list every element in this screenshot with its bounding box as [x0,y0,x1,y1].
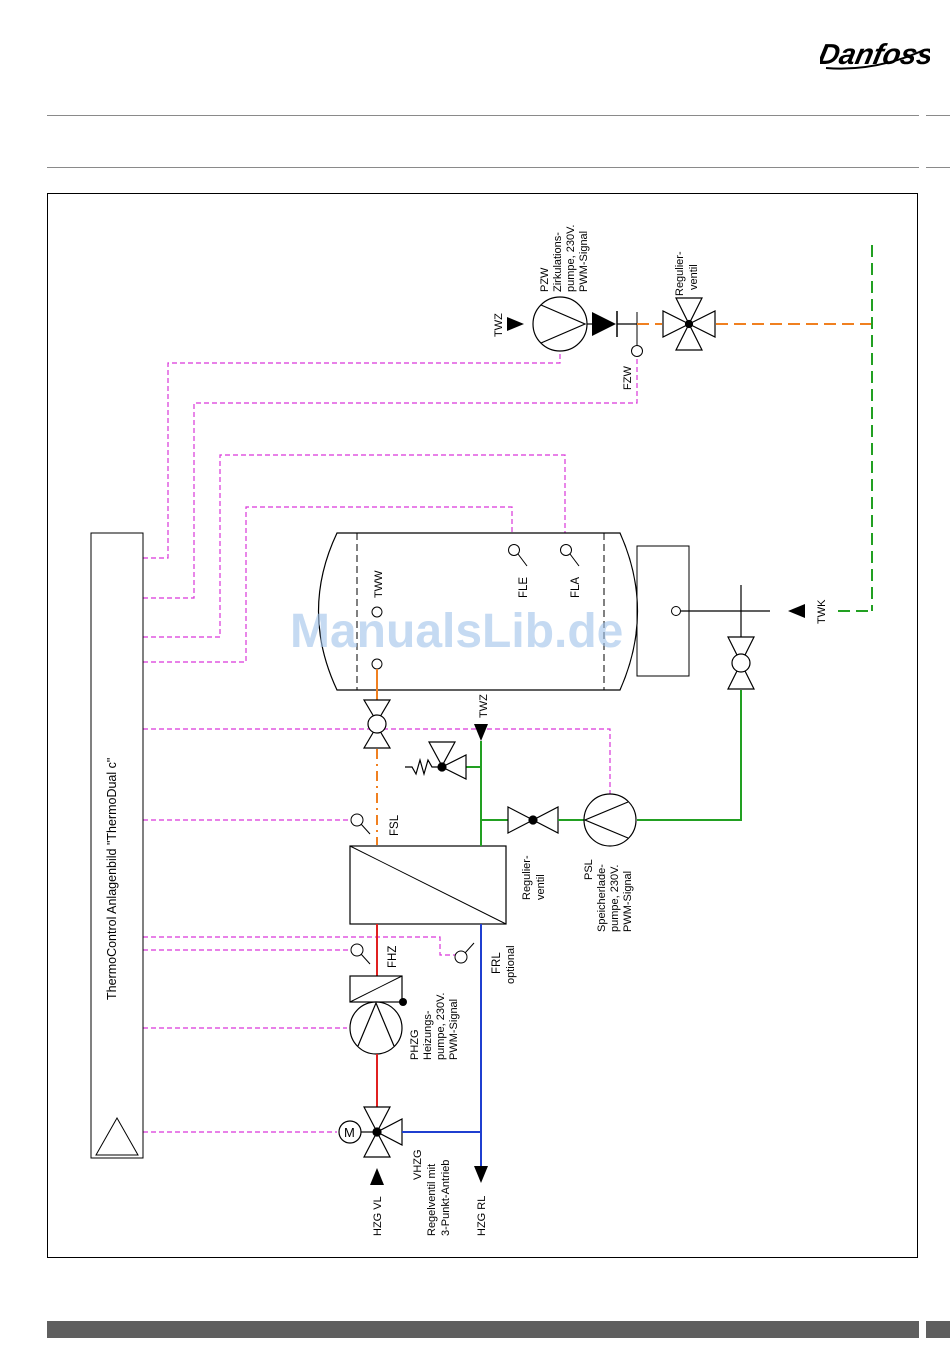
pzw-4-label: PWM-Signal [578,231,590,292]
phzg-3-label: pumpe, 230V. [435,993,447,1060]
vhzg-2-label: Regelventil mit [426,1164,438,1236]
regulier-mid-2-label: ventil [535,874,547,900]
signal-line-psl [143,728,611,795]
danfoss-logo: Danfoss [820,38,930,71]
signal-line-fzw [143,357,638,599]
header-rule-bottom-tab [926,167,950,168]
regulier-top-1-label: Regulier- [674,251,686,296]
pzw-1-label: PZW [539,267,551,292]
vhzg-3-label: 3-Punkt-Antrieb [440,1160,452,1236]
fla-label: FLA [570,577,582,598]
fla-sensor-icon [560,544,572,556]
hzg-rl-label: HZG RL [476,1196,488,1236]
tww-outlet-icon [371,606,383,618]
pzw-3-label: pumpe, 230V. [565,225,577,292]
vhzg-valve-icon [363,1106,403,1158]
psl-2-label: Speicherlade- [596,864,608,932]
fsl-label: FSL [389,814,401,836]
twz-mid-label: TWZ [478,694,490,718]
check-valve-icon [592,312,616,336]
vhzg-1-label: VHZG [412,1149,424,1180]
signal-line-pzw [143,350,561,559]
phzg-1-label: PHZG [409,1029,421,1060]
psl-4-label: PWM-Signal [622,871,634,932]
twz-top-label: TWZ [493,313,505,337]
tww-label: TWW [373,570,385,598]
controller-title: ThermoControl Anlagenbild "ThermoDual c" [105,758,119,1000]
frl-sensor-icon [454,950,468,964]
regulier-valve-top-icon [662,297,716,351]
motor-drive-icon [338,1120,362,1144]
psl-3-label: pumpe, 230V. [609,865,621,932]
controller-box [90,532,144,1159]
hzg-rl-arrow [474,1166,488,1183]
frl-1-label: FRL [491,952,503,974]
signal-line-fla [143,454,566,638]
pzw-2-label: Zirkulations- [552,232,564,292]
safety-valve-icon [405,741,467,780]
fle-label: FLE [518,577,530,598]
regulier-valve-mid-icon [507,806,559,834]
fhz-label: FHZ [387,946,399,968]
twk-inlet-icon [671,606,681,616]
fsl-sensor-icon [350,813,364,827]
psl-pump-icon [583,793,637,847]
twz-mid-arrow [474,724,488,741]
fzw-label: FZW [622,366,634,390]
controller-warning-triangle [95,1116,139,1156]
twk-valve-icon [727,636,755,690]
footer-tab [926,1321,950,1338]
storage-tank: TWW FLE FLA [318,532,690,691]
phzg-2-label: Heizungs- [422,1010,434,1060]
motor-label: M [344,1125,355,1140]
twz-top-arrow [507,317,524,331]
heating-circuit: FHZ FRL optional PHZG Heizungs- pumpe, 2… [338,924,517,1236]
cold-water-inlet: TWK [637,585,828,821]
header-rule-bottom [47,167,919,168]
diagram-frame [47,193,918,1258]
twk-arrow [788,604,805,618]
fzw-sensor-icon [631,345,643,357]
fhz-sensor-icon [350,943,364,957]
circulation-section: TWZ PZW Zirkulations- pumpe, 230V. PWM-S… [493,225,873,612]
twk-label: TWK [816,599,828,624]
fle-sensor-icon [508,544,520,556]
regulier-top-2-label: ventil [688,264,700,290]
phzg-4-label: PWM-Signal [448,999,460,1060]
frl-2-label: optional [505,945,517,984]
hzg-vl-arrow [370,1168,384,1185]
regulier-mid-1-label: Regulier- [521,855,533,900]
signal-line-fle [143,506,513,663]
phzg-pump-icon [349,1001,403,1055]
hzg-vl-label: HZG VL [372,1196,384,1236]
tank-inlet-icon [371,658,383,670]
fsl-valve-icon [362,699,392,749]
charging-circuit: FSL TWZ Regulier- ventil PSL Speiche [349,669,637,932]
header-rule-top-tab [926,115,950,116]
header-rule-top [47,115,919,116]
watermark-text: ManualsLib.de [290,605,623,658]
signal-lines [143,350,638,1133]
signal-line-frl [143,936,455,956]
footer-bar [47,1321,919,1338]
psl-1-label: PSL [583,859,595,880]
